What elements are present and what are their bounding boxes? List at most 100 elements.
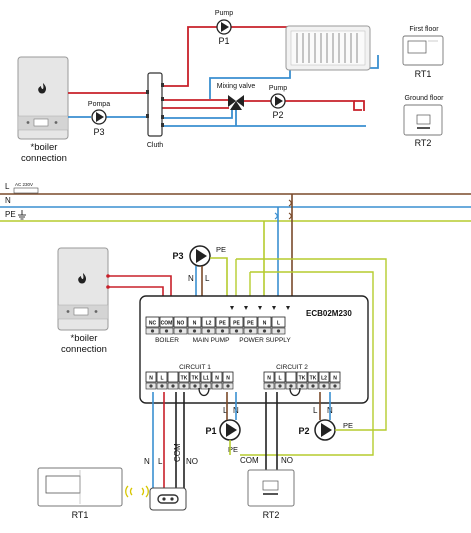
- c1-terminal: [167, 371, 179, 390]
- top-terminal: NO: [173, 316, 188, 335]
- pump-icon: [321, 423, 332, 437]
- rt2-top-label: RT2: [415, 138, 432, 148]
- top-terminal: COM: [159, 316, 174, 335]
- mixing-valve-label: Mixing valve: [217, 83, 256, 90]
- c1-terminal: L: [156, 371, 168, 390]
- c1-terminal: TK: [178, 371, 190, 390]
- p2-pe-label: PE: [343, 421, 353, 430]
- p1-wires: [226, 392, 237, 455]
- p3-top-label: P3: [93, 127, 104, 137]
- top-boiler-label-1: *boiler: [31, 142, 58, 153]
- c2-terminal: TK: [296, 371, 308, 390]
- group-boiler-label: BOILER: [155, 337, 179, 344]
- controller-model-label: ECB02M230: [306, 309, 352, 318]
- c1-terminal-label: L1: [203, 375, 209, 381]
- arrow-icon: [272, 306, 276, 310]
- clutch-label: Cluth: [147, 142, 163, 149]
- receiver-module: [149, 487, 187, 511]
- c1-terminal: TK: [189, 371, 201, 390]
- radiator: [285, 25, 371, 71]
- circuit2-label: CIRCUIT 2: [276, 364, 308, 371]
- line-l-label: L: [5, 182, 10, 191]
- top-boiler-unit: [17, 56, 69, 140]
- top-terminal-label: L2: [206, 320, 212, 326]
- pump-p2-word: Pump: [269, 85, 287, 92]
- top-terminal: N: [257, 316, 272, 335]
- rt2-no-label: NO: [281, 456, 293, 465]
- circuit1-label: CIRCUIT 1: [179, 364, 211, 371]
- thermostat-rt2-top: [403, 104, 443, 136]
- pump-icon: [226, 423, 237, 437]
- c2-terminal-label: L2: [321, 375, 327, 381]
- c2-terminal-label: TK: [310, 375, 317, 381]
- ground-floor-label: Ground floor: [405, 95, 445, 102]
- supply-lines: [0, 193, 471, 222]
- rt2-com-label: COM: [240, 456, 259, 465]
- top-terminal-label: N: [263, 320, 267, 326]
- supply-drops: [263, 194, 293, 300]
- top-terminal: PE: [229, 316, 244, 335]
- c1-terminal: N: [222, 371, 234, 390]
- top-terminal: PE: [215, 316, 230, 335]
- p1-bottom-label: P1: [205, 426, 216, 436]
- c2-terminal-label: TK: [299, 375, 306, 381]
- flame-icon: [38, 83, 47, 94]
- p2-wires: [319, 392, 360, 431]
- arrow-icon: [286, 306, 290, 310]
- pump-p2-top: [270, 93, 286, 109]
- c2-terminal: L2: [318, 371, 330, 390]
- c1-terminal-label: N: [149, 375, 153, 381]
- p2-l-label: L: [313, 406, 318, 415]
- p1-top-label: P1: [218, 36, 229, 46]
- pump-p3-top: [91, 109, 107, 125]
- p3-n-label: N: [188, 274, 194, 283]
- rt1-bottom-label: RT1: [72, 510, 89, 520]
- flame-icon: [78, 273, 87, 284]
- top-terminal-label: PE: [247, 320, 254, 326]
- top-terminal-label: NO: [177, 320, 185, 326]
- pump-p1-top: [216, 19, 232, 35]
- p1-pe-label: PE: [228, 445, 238, 454]
- thermostat-rt1-bottom: [37, 467, 123, 507]
- c1-terminal-label: L: [160, 375, 163, 381]
- top-terminal-label: PE: [219, 320, 226, 326]
- first-floor-label: First floor: [409, 26, 439, 33]
- top-terminal-label: NC: [149, 320, 157, 326]
- pump-p1-bottom: [219, 419, 241, 441]
- c1-terminal: N: [211, 371, 223, 390]
- c2-terminal: N: [329, 371, 341, 390]
- bottom-boiler-unit: [57, 247, 109, 331]
- c2-terminal-label: N: [267, 375, 271, 381]
- bottom-boiler-label-2: connection: [61, 344, 107, 355]
- c1-terminal-label: N: [215, 375, 219, 381]
- thermostat-rt1-top: [402, 35, 444, 66]
- pump-p1-word: Pump: [215, 10, 233, 17]
- pump-p2-bottom: [314, 419, 336, 441]
- group-power-label: POWER SUPPLY: [239, 337, 291, 344]
- top-terminal: N: [187, 316, 202, 335]
- arrow-icon: [230, 306, 234, 310]
- thermostat-rt2-bottom: [247, 469, 295, 507]
- hydraulic-pipes: [68, 26, 379, 127]
- top-terminal: NC: [145, 316, 160, 335]
- c1-terminal-label: TK: [181, 375, 188, 381]
- rt1-com-label: COM: [173, 443, 182, 462]
- p2-bottom-label: P2: [298, 426, 309, 436]
- top-terminal: L: [271, 316, 286, 335]
- p3-bottom-label: P3: [172, 251, 183, 261]
- c2-terminal-label: N: [333, 375, 337, 381]
- p2-top-label: P2: [272, 110, 283, 120]
- top-terminal: L2: [201, 316, 216, 335]
- c2-terminal: TK: [307, 371, 319, 390]
- rt2-wires: [265, 392, 278, 470]
- top-terminal-label: COM: [161, 320, 173, 326]
- rt2-bottom-label: RT2: [263, 510, 280, 520]
- c1-terminal-label: TK: [192, 375, 199, 381]
- c2-terminal-label: L: [278, 375, 281, 381]
- mixing-valve: [228, 95, 244, 110]
- rt1-no-label: NO: [186, 457, 198, 466]
- pompa-label: Pompa: [88, 101, 110, 108]
